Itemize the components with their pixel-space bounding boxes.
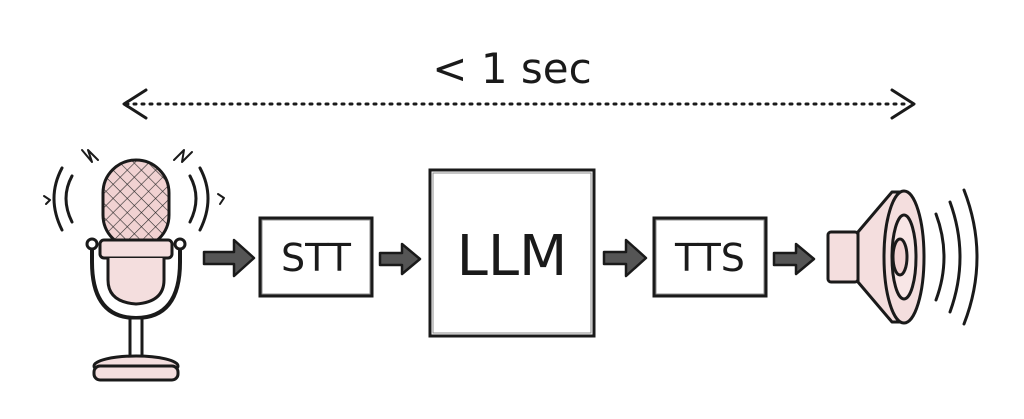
latency-arrow: [122, 88, 916, 120]
speaker-icon: [826, 188, 979, 326]
arrow-stt-to-llm: [378, 242, 422, 276]
latency-label: < 1 sec: [432, 44, 591, 93]
arrow-tts-to-output: [772, 242, 816, 276]
microphone-icon: [43, 149, 225, 382]
stage-tts: TTS: [652, 216, 768, 298]
stage-tts-label: TTS: [674, 236, 745, 280]
stage-llm: LLM: [428, 168, 596, 338]
stage-stt: STT: [258, 216, 374, 298]
stage-llm-label: LLM: [457, 224, 568, 289]
stage-stt-label: STT: [281, 236, 352, 280]
arrow-input-to-stt: [202, 238, 256, 278]
arrow-llm-to-tts: [602, 238, 648, 278]
